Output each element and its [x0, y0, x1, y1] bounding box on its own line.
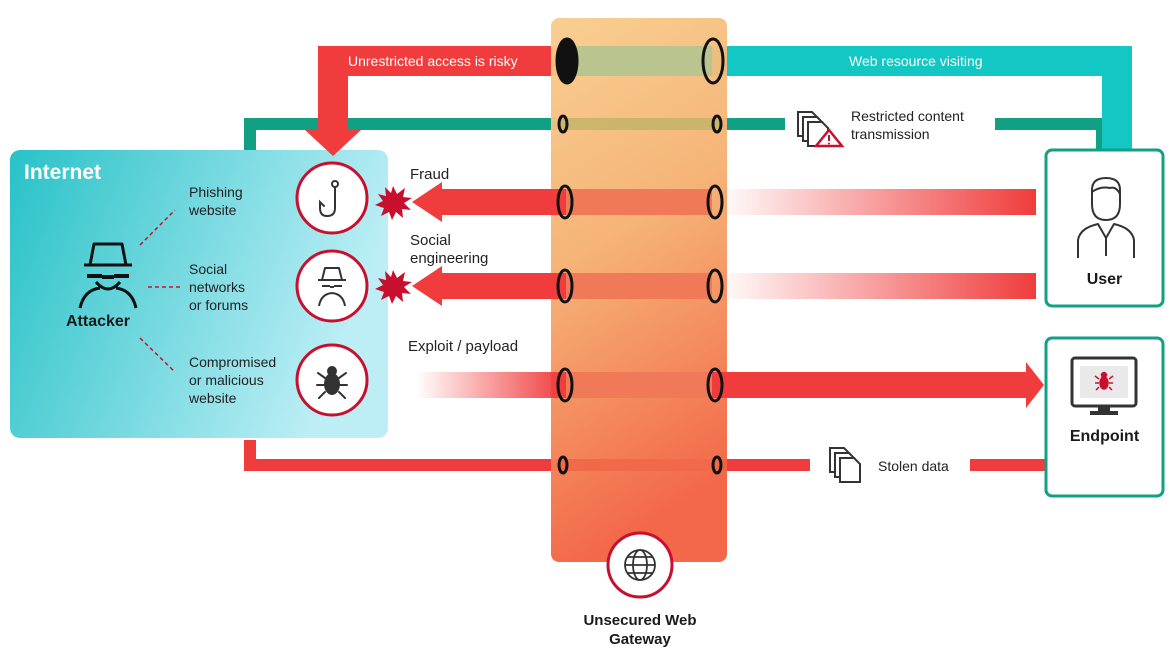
gateway-band-top	[564, 46, 712, 76]
attacker-connectors	[139, 209, 180, 373]
unrestricted-access-label: Unrestricted access is risky	[348, 53, 518, 69]
exploit-label: Exploit / payload	[408, 338, 519, 355]
stolen-documents-icon	[829, 447, 861, 483]
stolen-data-label: Stolen data	[878, 458, 949, 474]
fraud-arrow-fade	[716, 189, 1036, 215]
fraud-arrowhead	[412, 182, 442, 222]
gateway-rings	[555, 37, 725, 475]
unrestricted-access-band	[318, 46, 572, 138]
social-circle	[295, 249, 369, 323]
warning-icon	[813, 128, 845, 148]
social-engineering-label: Social engineering	[410, 232, 489, 267]
user-label: User	[1086, 271, 1123, 288]
monitor-bug-icon	[1094, 371, 1114, 391]
gateway-band-social	[566, 273, 712, 299]
unrestricted-access-arrowhead	[305, 130, 361, 156]
source-label-phishing: Phishing website	[189, 184, 243, 218]
internet-zone	[10, 150, 388, 438]
restricted-content-label: Restricted content transmission	[851, 108, 964, 142]
gateway-label: Unsecured Web Gateway	[583, 612, 697, 648]
bug-circle	[295, 343, 369, 417]
fraud-label: Fraud	[410, 166, 450, 183]
user-icon	[1077, 177, 1135, 258]
monitor-icon	[1070, 356, 1138, 415]
internet-title: Internet	[24, 161, 102, 184]
source-label-social: Social networks or forums	[189, 261, 249, 313]
globe-icon	[624, 549, 656, 581]
exploit-arrow-shaft	[712, 372, 1032, 398]
social-arrow-fade	[716, 273, 1036, 299]
gateway-band-stolen	[560, 459, 720, 471]
fraud-burst-icon	[375, 186, 412, 220]
source-label-compromised: Compromised or malicious website	[189, 354, 277, 406]
gateway-band-fraud	[566, 189, 712, 215]
social-arrow-shaft	[440, 273, 566, 299]
attacker-icon	[78, 242, 138, 309]
web-visiting-band	[712, 46, 1132, 150]
stolen-data-line-right	[970, 459, 1046, 471]
fraud-arrow-shaft	[440, 189, 566, 215]
endpoint-label: Endpoint	[1069, 428, 1140, 445]
attacker-label: Attacker	[66, 313, 131, 330]
bug-icon	[316, 366, 348, 399]
exploit-arrowhead	[1026, 362, 1044, 408]
user-box	[1044, 148, 1165, 308]
social-burst-icon	[375, 270, 412, 304]
social-arrowhead	[412, 266, 442, 306]
fishing-hook-icon	[319, 180, 339, 218]
exploit-arrow-fade	[416, 372, 566, 398]
phishing-circle	[295, 161, 369, 235]
spy-icon	[318, 267, 346, 307]
gateway-band-restricted	[560, 118, 720, 130]
gateway-circle	[606, 531, 674, 599]
gateway-band-exploit	[566, 372, 712, 398]
restricted-content-line-right	[995, 118, 1108, 150]
web-visiting-label: Web resource visiting	[849, 53, 983, 69]
